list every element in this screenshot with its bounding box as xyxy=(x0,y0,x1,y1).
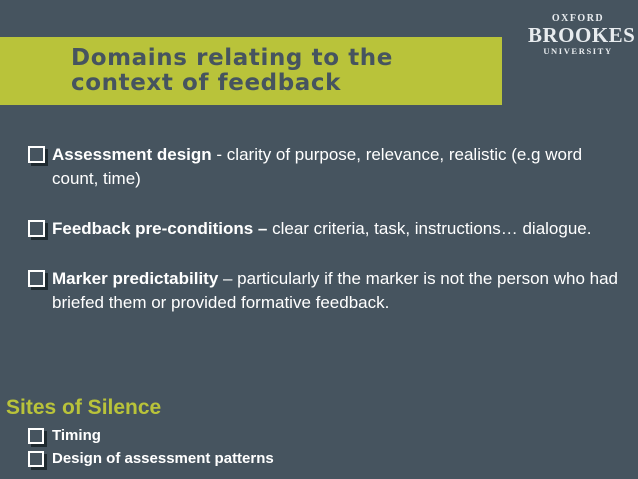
sub-item: Timing xyxy=(0,424,620,447)
sub-item-text: Timing xyxy=(52,427,101,444)
title-band: Domains relating to the context of feedb… xyxy=(0,37,502,105)
bullet-text: clear criteria, task, instructions… dial… xyxy=(267,219,592,238)
logo-line3: UNIVERSITY xyxy=(543,46,613,56)
checkbox-bullet-icon xyxy=(28,428,44,444)
sub-item: Design of assessment patterns xyxy=(0,447,620,470)
bullet-bold-text: Assessment design xyxy=(52,145,212,164)
bullet-bold-text: Feedback pre-conditions – xyxy=(52,219,268,238)
checkbox-bullet-icon xyxy=(28,220,45,237)
bullet-item: Marker predictability – particularly if … xyxy=(0,267,625,315)
section-title: Sites of Silence xyxy=(6,396,162,419)
bullet-text: - clarity of purpose, relevance, realist… xyxy=(52,145,583,188)
sub-item-text: Design of assessment patterns xyxy=(52,450,274,467)
logo-line1: OXFORD xyxy=(551,13,605,24)
bullet-list: Assessment design - clarity of purpose, … xyxy=(0,143,625,341)
checkbox-bullet-icon xyxy=(28,451,44,467)
checkbox-bullet-icon xyxy=(28,270,45,287)
bullet-item: Assessment design - clarity of purpose, … xyxy=(0,143,625,191)
bullet-item: Feedback pre-conditions – clear criteria… xyxy=(0,217,625,241)
slide-title-line1: Domains relating to the xyxy=(71,45,393,71)
logo-line2: BROOKES xyxy=(528,23,636,47)
slide-title-line2: context of feedback xyxy=(71,70,342,96)
slide-title: Domains relating to the context of feedb… xyxy=(71,46,491,96)
bullet-bold-text: Marker predictability xyxy=(52,269,219,288)
oxford-brookes-logo: OXFORD BROOKES UNIVERSITY xyxy=(528,13,636,56)
sub-item-list: Timing Design of assessment patterns xyxy=(0,424,620,470)
checkbox-bullet-icon xyxy=(28,146,45,163)
bullet-text: – particularly if the marker is not the … xyxy=(52,269,618,312)
